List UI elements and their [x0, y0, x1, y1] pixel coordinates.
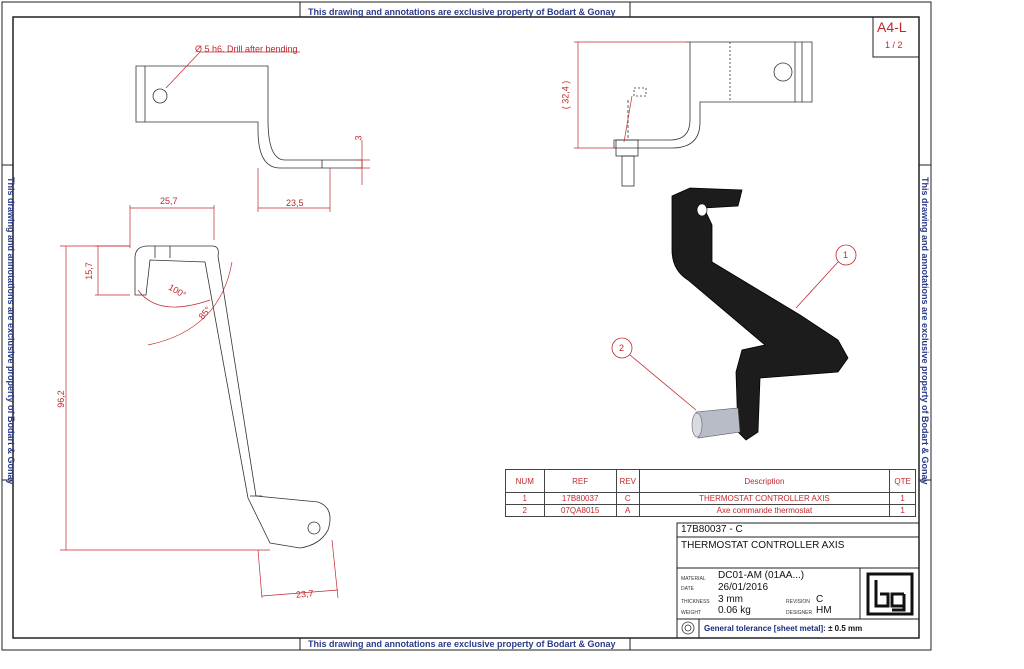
weight-label: WEIGHT	[681, 610, 701, 616]
dim-23-7: 23,7	[295, 588, 314, 600]
dim-3: 3	[353, 135, 364, 141]
part-title: THERMOSTAT CONTROLLER AXIS	[681, 540, 845, 551]
front-view-dims	[60, 205, 339, 599]
dim-32-4: ( 32,4 )	[560, 80, 571, 110]
balloons	[611, 244, 857, 411]
balloon-2	[611, 337, 633, 359]
bom-header-description: Description	[638, 469, 891, 493]
left-banner-box	[1, 164, 14, 481]
bom-cell: A	[615, 504, 640, 517]
revision-label: REVISION	[786, 599, 810, 605]
top-view-dims	[165, 51, 370, 212]
bom-table: NUM REF REV Description QTE 1 17B80037 C…	[505, 469, 916, 517]
tolerance-label: General tolerance [sheet metal]:	[704, 624, 826, 633]
bom-header-ref: REF	[543, 469, 617, 493]
dim-15-7: 15,7	[83, 262, 94, 280]
tolerance-icon	[681, 621, 695, 635]
bottom-banner-box	[299, 637, 631, 651]
bom-header-row: NUM REF REV Description QTE	[505, 469, 916, 493]
sheet-page: 1 / 2	[885, 40, 903, 50]
front-view	[134, 245, 331, 549]
hole-note: Ø 5 h6. Drill after bending	[195, 44, 298, 54]
side-view	[613, 41, 813, 187]
revision-value: C	[816, 594, 824, 605]
date-label: DATE	[681, 586, 694, 592]
material-label: MATERIAL	[681, 576, 706, 582]
dim-23-5: 23,5	[286, 198, 304, 208]
balloon-2-label: 2	[619, 343, 625, 353]
thickness-label: THICKNESS	[681, 599, 710, 605]
bom-cell: 1	[505, 492, 545, 505]
table-row: 1 17B80037 C THERMOSTAT CONTROLLER AXIS …	[505, 492, 916, 505]
designer-label: DESIGNER	[786, 610, 813, 616]
designer-value: HM	[816, 605, 832, 616]
banner-bottom: This drawing and annotations are exclusi…	[308, 639, 616, 649]
thickness-value: 3 mm	[718, 594, 743, 605]
dim-96-2: 96,2	[55, 390, 66, 408]
bom-cell: C	[615, 492, 640, 505]
part-ref: 17B80037 - C	[681, 524, 743, 535]
isometric-view	[671, 187, 849, 441]
bom-header-qte: QTE	[889, 469, 916, 493]
table-row: 2 07QA8015 A Axe commande thermostat 1	[505, 504, 916, 517]
side-view-dims	[574, 41, 686, 149]
banner-left: This drawing and annotations are exclusi…	[6, 177, 16, 485]
bom-cell: 1	[889, 492, 916, 505]
format-box	[872, 16, 920, 58]
top-banner-box	[299, 1, 631, 18]
bom-cell: 07QA8015	[543, 504, 617, 517]
balloon-1	[835, 244, 857, 266]
dim-25-7: 25,7	[160, 196, 178, 206]
sheet-format: A4-L	[877, 19, 907, 35]
banner-right: This drawing and annotations are exclusi…	[920, 177, 930, 485]
weight-value: 0.06 kg	[718, 605, 751, 616]
bom-header-num: NUM	[505, 469, 545, 493]
tolerance-value: ± 0.5 mm	[828, 624, 863, 633]
bom-header-rev: REV	[615, 469, 640, 493]
top-view	[135, 65, 363, 169]
title-block-frame	[676, 522, 920, 639]
banner-top: This drawing and annotations are exclusi…	[308, 7, 616, 17]
balloon-1-label: 1	[843, 250, 849, 260]
tolerance-note: General tolerance [sheet metal]: ± 0.5 m…	[704, 624, 862, 633]
bg-logo	[866, 572, 914, 616]
bom-cell: 1	[889, 504, 916, 517]
right-banner-box	[918, 164, 932, 481]
material-value: DC01-AM (01AA...)	[718, 570, 805, 581]
bom-cell: 2	[505, 504, 545, 517]
bom-cell: 17B80037	[543, 492, 617, 505]
date-value: 26/01/2016	[718, 582, 769, 593]
bom-cell: THERMOSTAT CONTROLLER AXIS	[638, 492, 891, 505]
bom-cell: Axe commande thermostat	[638, 504, 891, 517]
